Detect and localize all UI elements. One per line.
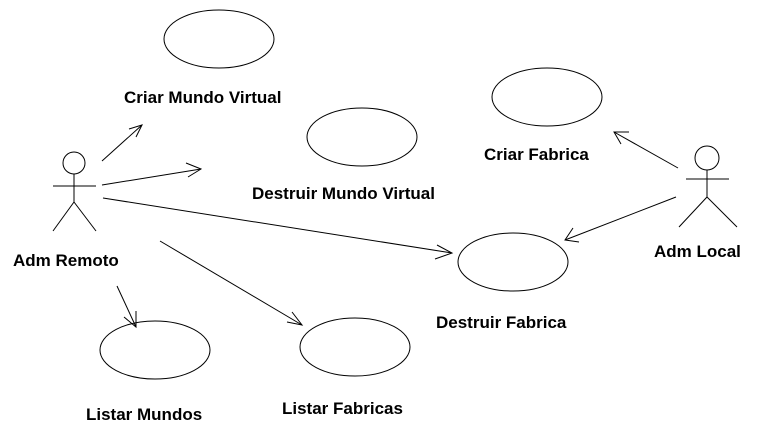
use-case-label-criar-fabrica: Criar Fabrica <box>484 145 589 164</box>
use-case-listar-mundos[interactable] <box>99 320 211 380</box>
use-case-ellipse <box>306 107 418 167</box>
use-case-ellipse <box>99 320 211 380</box>
association-arrow-destruir-fabrica-remote <box>102 197 454 260</box>
actor-label-adm-remoto: Adm Remoto <box>13 251 119 270</box>
use-case-ellipse <box>491 67 603 127</box>
actor-right-leg <box>706 196 738 228</box>
actor-label-adm-local: Adm Local <box>654 242 741 261</box>
actor-left-leg <box>52 201 75 232</box>
use-case-label-criar-mundo: Criar Mundo Virtual <box>124 88 282 107</box>
use-case-label-destruir-mundo: Destruir Mundo Virtual <box>252 184 435 203</box>
use-case-label-listar-mundos: Listar Mundos <box>86 405 203 424</box>
use-case-listar-fabricas[interactable] <box>299 317 411 377</box>
actor-head <box>62 151 86 175</box>
use-case-destruir-fabrica[interactable] <box>457 232 569 292</box>
actor-adm-local-figure[interactable] <box>678 145 738 228</box>
use-case-ellipse <box>163 9 275 69</box>
association-arrow-destruir-mundo <box>101 162 203 186</box>
actor-left-leg <box>678 196 708 228</box>
association-arrow-criar-mundo <box>101 124 143 162</box>
use-case-criar-mundo[interactable] <box>163 9 275 69</box>
use-case-ellipse <box>299 317 411 377</box>
actor-right-leg <box>73 201 97 232</box>
association-arrow-listar-fabricas <box>159 240 304 326</box>
actor-head <box>694 145 720 171</box>
use-case-destruir-mundo[interactable] <box>306 107 418 167</box>
use-case-ellipse <box>457 232 569 292</box>
actor-adm-remoto-figure[interactable] <box>52 151 97 232</box>
association-arrow-criar-fabrica <box>613 131 679 169</box>
use-case-label-listar-fabricas: Listar Fabricas <box>282 399 403 418</box>
association-arrow-destruir-fabrica-local <box>564 196 677 243</box>
use-case-label-destruir-fabrica: Destruir Fabrica <box>436 313 567 332</box>
association-arrow-listar-mundos <box>116 285 137 329</box>
use-case-criar-fabrica[interactable] <box>491 67 603 127</box>
